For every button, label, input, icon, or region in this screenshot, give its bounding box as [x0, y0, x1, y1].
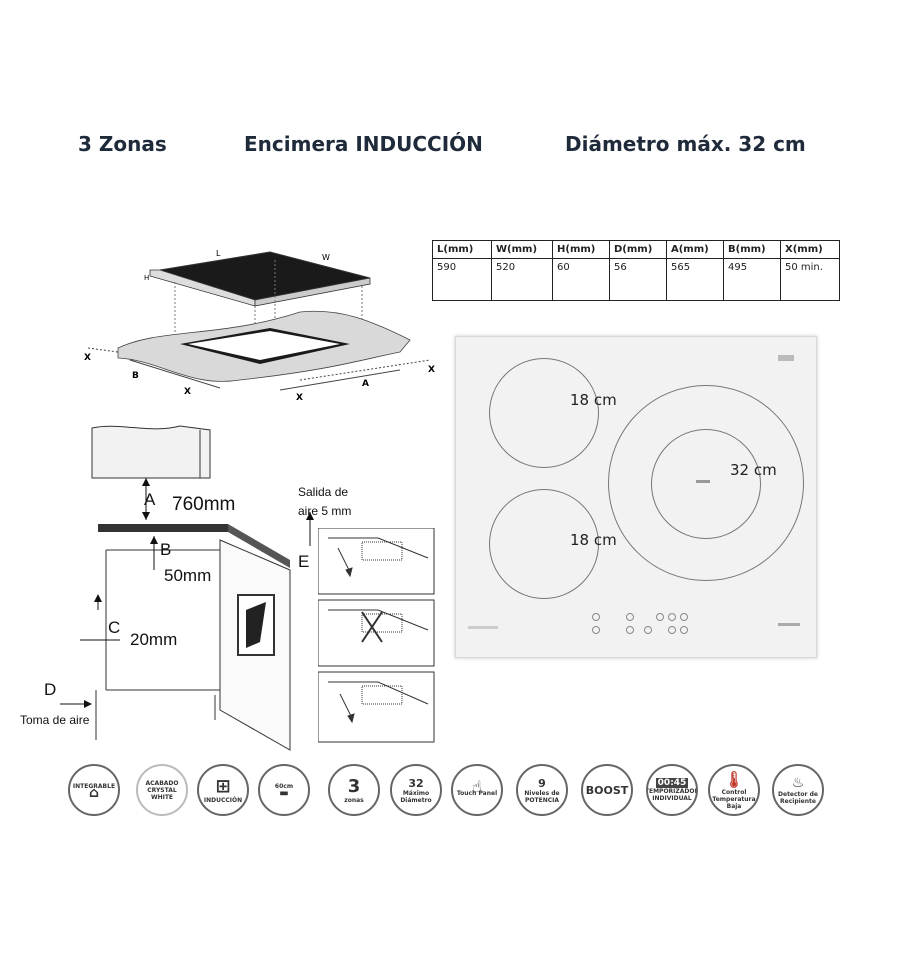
- control-lock-icon[interactable]: [592, 626, 600, 634]
- spec-value-cell: 495: [723, 258, 781, 301]
- touch-panel-icon: ☝ Touch Panel: [451, 764, 503, 816]
- max-diameter-icon: 32 Máximo Diámetro: [390, 764, 442, 816]
- dim-w-label: W: [322, 253, 330, 262]
- control-zone1-icon[interactable]: [626, 613, 634, 621]
- center-mark-icon: [696, 480, 710, 483]
- dim-e-letter: E: [298, 552, 310, 571]
- boost-icon: BOOST: [581, 764, 633, 816]
- spec-value-cell: 60: [552, 258, 610, 301]
- spec-header-cell: D(mm): [609, 240, 667, 259]
- model-mark-icon: [468, 626, 498, 629]
- control-boost-icon[interactable]: [680, 613, 688, 621]
- spec-value-cell: 590: [432, 258, 492, 301]
- air-intake-label: Toma de aire: [20, 713, 90, 727]
- brand-mark-icon: [778, 623, 800, 626]
- dim-x-label-bottom: X: [296, 393, 303, 403]
- dim-c-value: 20mm: [130, 630, 178, 649]
- control-zone3-icon[interactable]: [668, 613, 676, 621]
- product-title: Encimera INDUCCIÓN: [244, 132, 483, 156]
- spec-value-cell: 50 min.: [780, 258, 840, 301]
- cabinet-diagram: [60, 425, 291, 751]
- zone-right-outer: [608, 385, 804, 581]
- control-timer-icon[interactable]: [626, 626, 634, 634]
- installation-diagram: L W H X B X X A X: [84, 249, 435, 403]
- dim-d-letter: D: [44, 680, 57, 699]
- dim-a-letter: A: [144, 490, 156, 509]
- brand-logo-icon: [778, 355, 794, 361]
- diameter-title: Diámetro máx. 32 cm: [565, 132, 806, 156]
- dim-a-value: 760mm: [172, 494, 236, 515]
- spec-header-cell: A(mm): [666, 240, 724, 259]
- spec-header-cell: L(mm): [432, 240, 492, 259]
- crystal-white-icon: ACABADO CRYSTAL WHITE: [136, 764, 188, 816]
- dim-b-letter: B: [160, 540, 172, 559]
- power-levels-icon: 9 Niveles de POTENCIA: [516, 764, 568, 816]
- air-outlet-label-1: Salida de: [298, 485, 349, 499]
- spec-header-cell: B(mm): [723, 240, 781, 259]
- control-minus-icon[interactable]: [644, 626, 652, 634]
- integrable-icon: INTEGRABLE ⌂: [68, 764, 120, 816]
- spec-header-cell: H(mm): [552, 240, 610, 259]
- ventilation-details: [318, 528, 435, 743]
- spec-header-cell: W(mm): [491, 240, 553, 259]
- dim-x-label-mid: X: [184, 387, 191, 397]
- dim-x-label-right: X: [428, 365, 435, 375]
- dim-c-letter: C: [108, 618, 121, 637]
- zone-bottom-left-label: 18 cm: [570, 531, 617, 549]
- air-outlet-arrow-icon: [306, 512, 314, 546]
- timer-icon: 00:45 TEMPORIZADOR INDIVIDUAL: [646, 764, 698, 816]
- zones-title: 3 Zonas: [78, 132, 167, 156]
- dim-b-value: 50mm: [164, 566, 212, 585]
- dim-a-label: A: [362, 379, 369, 389]
- dim-l-label: L: [216, 249, 221, 258]
- spec-value-cell: 56: [609, 258, 667, 301]
- hob-top-view: 18 cm 18 cm 32 cm: [455, 336, 817, 658]
- dim-x-label-left: X: [84, 353, 91, 363]
- air-outlet-label-2: aire 5 mm: [298, 504, 352, 518]
- control-power-icon[interactable]: [592, 613, 600, 621]
- width-60cm-icon: 60cm ▬: [258, 764, 310, 816]
- zone-right-label: 32 cm: [730, 461, 777, 479]
- dim-b-label: B: [132, 371, 139, 381]
- dim-h-label: H: [144, 274, 149, 282]
- three-zones-icon: 3 zonas: [328, 764, 380, 816]
- spec-value-row: 590 520 60 56 565 495 50 min.: [432, 258, 840, 301]
- spec-header-row: L(mm) W(mm) H(mm) D(mm) A(mm) B(mm) X(mm…: [432, 240, 840, 259]
- spec-table: L(mm) W(mm) H(mm) D(mm) A(mm) B(mm) X(mm…: [432, 240, 840, 301]
- low-temperature-icon: 🌡 Control Temperatura Baja: [708, 764, 760, 816]
- spec-value-cell: 520: [491, 258, 553, 301]
- pot-detector-icon: ♨ Detector de Recipiente: [772, 764, 824, 816]
- zone-right-inner: [651, 429, 761, 539]
- control-plus-icon[interactable]: [668, 626, 676, 634]
- induction-icon: ⊞ INDUCCIÓN: [197, 764, 249, 816]
- zone-bottom-left: [489, 489, 599, 599]
- zone-top-left: [489, 358, 599, 468]
- zone-top-left-label: 18 cm: [570, 391, 617, 409]
- control-pause-icon[interactable]: [680, 626, 688, 634]
- control-zone2-icon[interactable]: [656, 613, 664, 621]
- spec-value-cell: 565: [666, 258, 724, 301]
- spec-header-cell: X(mm): [780, 240, 840, 259]
